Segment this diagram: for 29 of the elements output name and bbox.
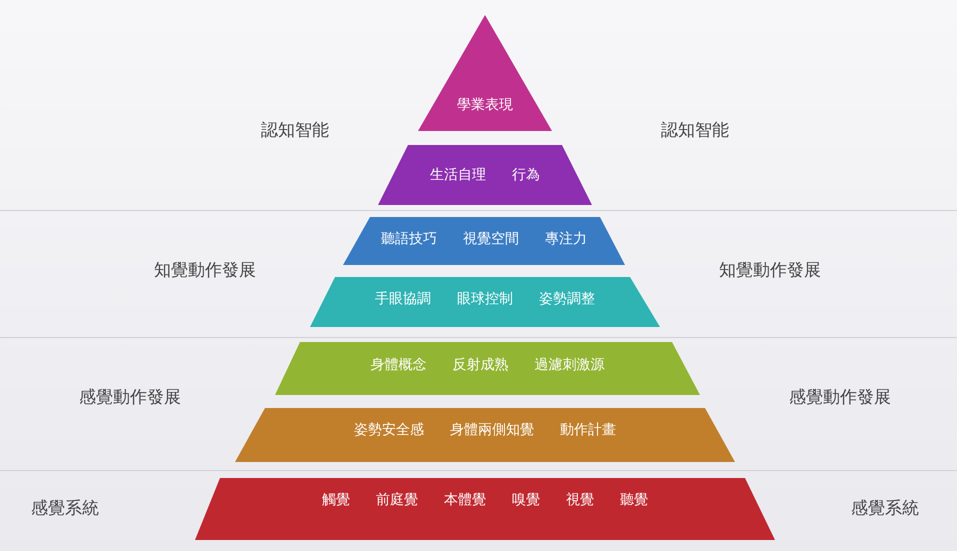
tier-text: 動作計畫 xyxy=(560,421,616,439)
tier-text: 學業表現 xyxy=(457,96,513,114)
tier-text: 聽語技巧 xyxy=(381,230,437,248)
level-label: 感覺動作發展 xyxy=(789,386,891,408)
tier-text: 生活自理 xyxy=(430,166,486,184)
level-label: 感覺系統 xyxy=(31,498,99,520)
tier-text: 反射成熟 xyxy=(452,356,508,374)
tier-text: 前庭覺 xyxy=(376,491,418,509)
level-label: 知覺動作發展 xyxy=(719,260,821,282)
tier-text: 姿勢安全感 xyxy=(354,421,424,439)
tier-text: 專注力 xyxy=(545,230,587,248)
tier-text: 視覺 xyxy=(566,491,594,509)
tier-text: 手眼協調 xyxy=(375,290,431,308)
tier-text: 身體兩側知覺 xyxy=(450,421,534,439)
tier-text: 觸覺 xyxy=(322,491,350,509)
tier-text: 姿勢調整 xyxy=(539,290,595,308)
tier-text: 行為 xyxy=(512,166,540,184)
tier-text: 身體概念 xyxy=(370,356,426,374)
tier-text: 嗅覺 xyxy=(512,491,540,509)
level-label: 認知智能 xyxy=(661,120,729,142)
tier-text: 眼球控制 xyxy=(457,290,513,308)
tier-text: 過濾刺激源 xyxy=(534,356,604,374)
level-label: 認知智能 xyxy=(261,120,329,142)
level-label: 感覺動作發展 xyxy=(79,386,181,408)
tier-text: 視覺空間 xyxy=(463,230,519,248)
tier-text: 聽覺 xyxy=(620,491,648,509)
level-label: 感覺系統 xyxy=(851,498,919,520)
level-label: 知覺動作發展 xyxy=(154,260,256,282)
tier-text: 本體覺 xyxy=(444,491,486,509)
